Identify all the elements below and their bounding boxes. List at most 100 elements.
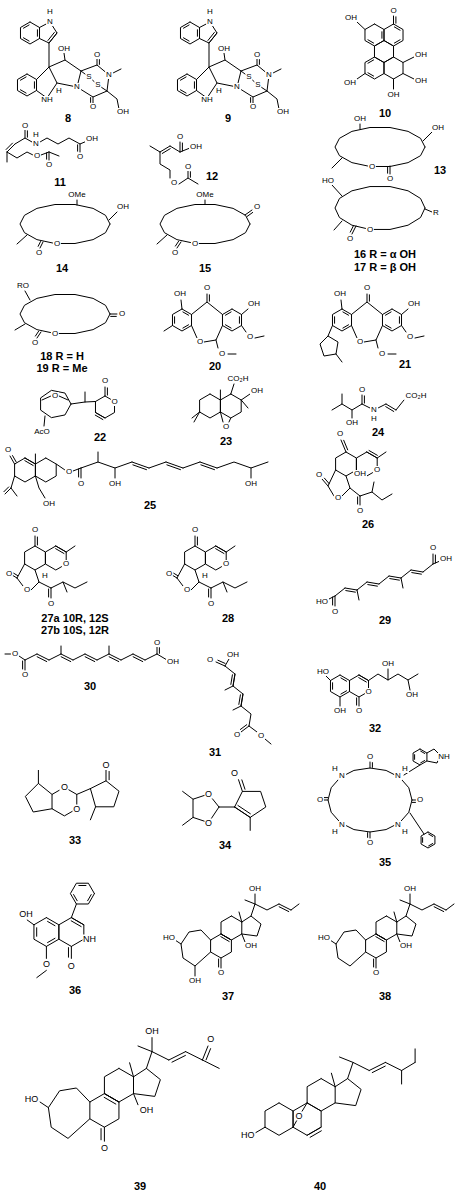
bond-line [335,1079,361,1106]
bond-line [208,33,214,41]
bond-line [190,172,191,178]
compound-number: 40 [313,1181,327,1192]
bond-line [85,654,97,660]
structure-drawing [332,394,404,418]
atom-label: OH [189,143,203,151]
atom-label: N [206,18,214,26]
compound-number: 32 [368,723,382,734]
atom-label: OH [166,658,180,666]
bond-line [107,91,119,109]
bond-line [341,440,346,452]
atom-label: O [93,51,101,59]
bond-line [25,130,26,138]
bond-line [225,666,251,726]
bond-line [71,918,83,925]
bond-line [170,146,180,152]
bond-line [403,57,414,63]
bond-line [386,404,396,410]
bond-line [37,30,38,37]
atom-label: N [338,821,346,829]
bond-line [183,791,193,799]
atom-label: O [23,586,31,594]
atom-label: O [253,51,261,59]
bond-line [368,40,374,43]
atom-label: H [206,8,214,16]
atom-label: O [253,203,261,211]
bond-line [255,336,264,338]
bond-line [239,912,242,922]
bond-line [334,221,342,230]
bond-line [109,657,119,662]
bond-line [177,578,183,586]
bond-line [152,1038,153,1052]
bond-line [207,294,208,302]
bond-line [369,1062,385,1070]
bond-line [107,388,108,395]
atom-label: NH [82,935,97,944]
bond-line [221,916,242,940]
bond-line [267,91,279,109]
bond-line [157,235,167,244]
atom-label: N [46,18,54,26]
bond-line [388,669,389,680]
bond-line [397,934,400,942]
bond-line [401,1071,402,1085]
bond-line [85,392,86,402]
bond-line [40,1102,48,1108]
bond-line [226,546,235,552]
bond-line [401,570,411,578]
bond-line [183,325,189,328]
bond-line [332,185,342,196]
atom-label: OH [387,91,401,99]
compound-number: 11 [53,177,67,188]
atom-label: H [401,828,409,836]
bond-line [341,678,347,681]
atom-label: OH [431,124,445,132]
bond-line [357,74,365,80]
bond-line [98,452,99,462]
bond-line [410,894,411,904]
bond-line [157,647,158,654]
atom-label: O [203,284,211,292]
bond-line [167,465,181,470]
compound-number: 25 [143,500,157,511]
compound-number: 36 [68,985,82,996]
bond-line [350,226,353,232]
bond-line [334,317,335,324]
bond-line [180,22,199,44]
atom-label: O [51,330,59,338]
bond-line [386,407,394,412]
bond-line [194,412,200,422]
atom-label: O [230,769,239,778]
atom-label: OH [85,135,99,143]
bond-line [25,461,33,466]
atom-label: HO [162,934,176,942]
bond-line [109,771,110,779]
bond-line [35,331,38,336]
bond-line [38,770,39,783]
bond-line [56,464,65,470]
atom-label: O [42,960,51,969]
bond-line [20,295,110,334]
compound-number: 24 [371,427,385,438]
bond-line [389,576,401,578]
atom-label: O [316,796,324,804]
bond-line [368,585,378,587]
bond-line [81,71,107,91]
bond-line [37,537,38,545]
atom-label: H [331,828,339,836]
bond-line [342,476,350,496]
bond-line [429,843,433,845]
bond-line [44,416,45,426]
bond-line [37,657,47,662]
bond-line [159,648,160,654]
bond-line [364,326,383,343]
atom-label: O [62,560,70,568]
bond-line [41,390,71,417]
bond-line [146,1052,168,1069]
bond-line [20,22,39,44]
bond-line [200,394,221,418]
bond-line [77,200,78,205]
bond-line [332,309,351,331]
bond-line [341,300,342,309]
